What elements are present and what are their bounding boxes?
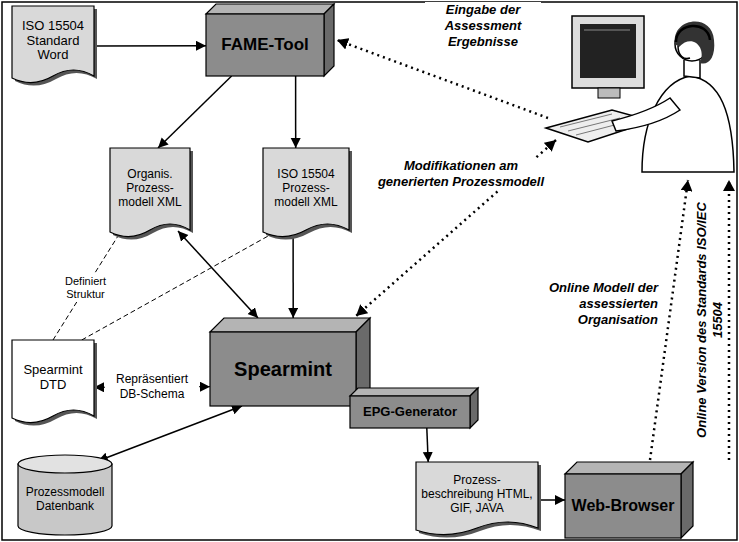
connector-arrow: [292, 234, 294, 318]
node-label: Spearmint: [234, 358, 332, 381]
text-area: Prozessmodell Datenbank: [22, 471, 108, 529]
node-label: EPG-Generator: [363, 405, 457, 420]
tool-box: Web-Browser: [565, 462, 693, 538]
document-box: Spearmint DTD: [12, 340, 94, 426]
tool-box: Spearmint: [210, 318, 370, 406]
callout-label: Modifikationen am generierten Prozessmod…: [370, 158, 552, 190]
callout-label: Online Version des Standards ISO/IEC 155…: [694, 193, 726, 447]
database-cylinder: Prozessmodell Datenbank: [18, 455, 112, 535]
connector-label: Repräsentiert DB-Schema: [105, 371, 199, 403]
node-label: Prozessmodell Datenbank: [22, 486, 108, 514]
text-area: Prozess-beschreibung HTML, GIF, JAVA: [420, 466, 534, 524]
node-label: FAME-Tool: [221, 35, 309, 55]
document-box: ISO 15504 Standard Word: [12, 6, 94, 86]
callout-label: Online Modell der assessierten Organisat…: [534, 280, 660, 328]
node-label: Organis. Prozess-modell XML: [114, 168, 186, 209]
connector-arrow: [98, 406, 242, 461]
document-box: Prozess-beschreibung HTML, GIF, JAVA: [416, 462, 538, 538]
node-label: ISO 15504 Prozess-modell XML: [267, 168, 345, 209]
user-at-computer: [546, 16, 734, 172]
text-area: Organis. Prozess-modell XML: [114, 152, 186, 226]
document-box: Organis. Prozess-modell XML: [110, 148, 190, 240]
tool-box: FAME-Tool: [206, 4, 334, 76]
text-area: FAME-Tool: [210, 17, 320, 73]
connector-arrow: [158, 76, 232, 148]
connector-arrow: [178, 231, 258, 318]
text-area: Web-Browser: [569, 477, 677, 535]
node-label: ISO 15504 Standard Word: [16, 19, 90, 64]
text-area: ISO 15504 Standard Word: [16, 10, 90, 72]
connector-label: Definiert Struktur: [52, 274, 120, 302]
connector-arrow: [427, 428, 428, 462]
text-area: EPG-Generator: [354, 399, 466, 425]
node-label: Web-Browser: [572, 497, 675, 515]
text-area: ISO 15504 Prozess-modell XML: [267, 152, 345, 226]
dotted-user-arrows: [337, 40, 729, 460]
text-area: Spearmint DTD: [16, 344, 90, 412]
connector-arrow: [295, 76, 297, 148]
node-label: Prozess-beschreibung HTML, GIF, JAVA: [420, 474, 534, 515]
tool-box: EPG-Generator: [350, 388, 478, 428]
callout-label: Eingabe der Assessment Ergebnisse: [425, 2, 541, 50]
document-box: ISO 15504 Prozess-modell XML: [263, 148, 349, 240]
connector-arrow: [94, 45, 206, 47]
text-area: Spearmint: [214, 335, 352, 403]
node-label: Spearmint DTD: [16, 363, 90, 393]
